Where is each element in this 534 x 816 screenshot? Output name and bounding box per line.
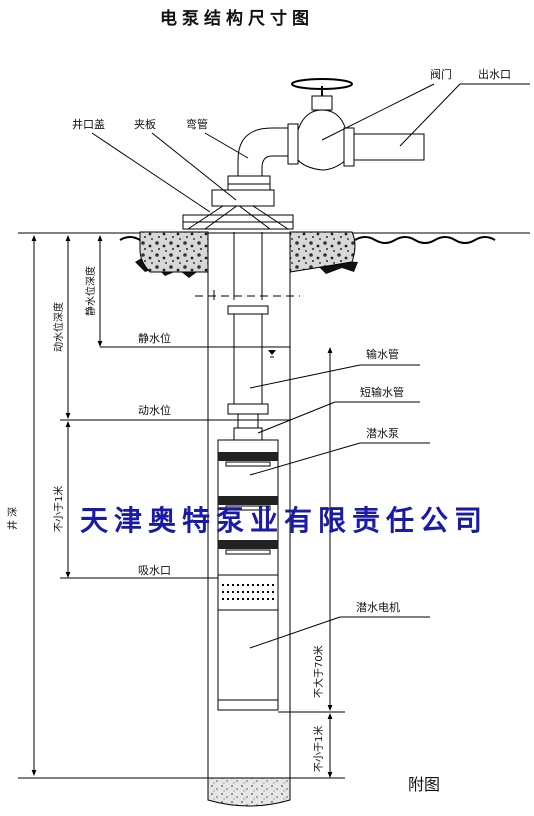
valve — [291, 78, 355, 171]
label-valve: 阀门 — [430, 67, 452, 81]
label-pump: 潜水泵 — [366, 426, 399, 440]
figure-note: 附图 — [408, 775, 440, 794]
label-elbow: 弯管 — [186, 117, 208, 131]
dim-well-depth: 井 深 — [6, 507, 19, 530]
label-clamp: 夹板 — [134, 117, 156, 131]
dim-submerge-min: 不小于1米 — [52, 486, 65, 532]
well-cover — [182, 175, 294, 230]
label-suction: 吸水口 — [138, 564, 171, 577]
company-watermark: 天津奥特泵业有限责任公司 — [80, 504, 488, 537]
outlet-pipe — [353, 133, 425, 161]
label-well-cover: 井口盖 — [72, 117, 105, 131]
water-levels — [60, 346, 290, 579]
label-dynamic-level: 动水位 — [138, 403, 171, 417]
dim-bottom-min: 不小于1米 — [312, 726, 325, 772]
label-short-pipe: 短输水管 — [360, 385, 404, 399]
dim-dynamic-depth: 动水位深度 — [52, 302, 65, 352]
suction-inlet — [217, 574, 279, 611]
dim-max-70: 不大于70米 — [312, 645, 325, 698]
water-pipe — [227, 232, 269, 441]
label-outlet: 出水口 — [478, 67, 511, 81]
leader-lines — [91, 83, 530, 649]
label-water-pipe: 输水管 — [366, 347, 399, 361]
dim-static-depth: 静水位深度 — [84, 266, 97, 316]
submersible-motor — [217, 609, 279, 711]
dimension-labels: 井 深 动水位深度 静水位深度 不小于1米 不大于70米 不小于1米 — [6, 266, 325, 772]
component-labels: 井口盖 夹板 弯管 阀门 出水口 静水位 动水位 输水管 短输水管 潜水泵 吸水… — [72, 67, 511, 614]
submersible-pump — [217, 439, 279, 576]
label-motor: 潜水电机 — [356, 600, 400, 614]
dimension-lines-right — [278, 347, 345, 779]
well-casing — [195, 232, 300, 807]
dimension-lines-left — [18, 235, 210, 779]
elbow-pipe — [237, 123, 299, 177]
well-collar — [139, 231, 356, 273]
page-title: 电泵结构尺寸图 — [160, 8, 314, 29]
label-static-level: 静水位 — [138, 331, 171, 345]
